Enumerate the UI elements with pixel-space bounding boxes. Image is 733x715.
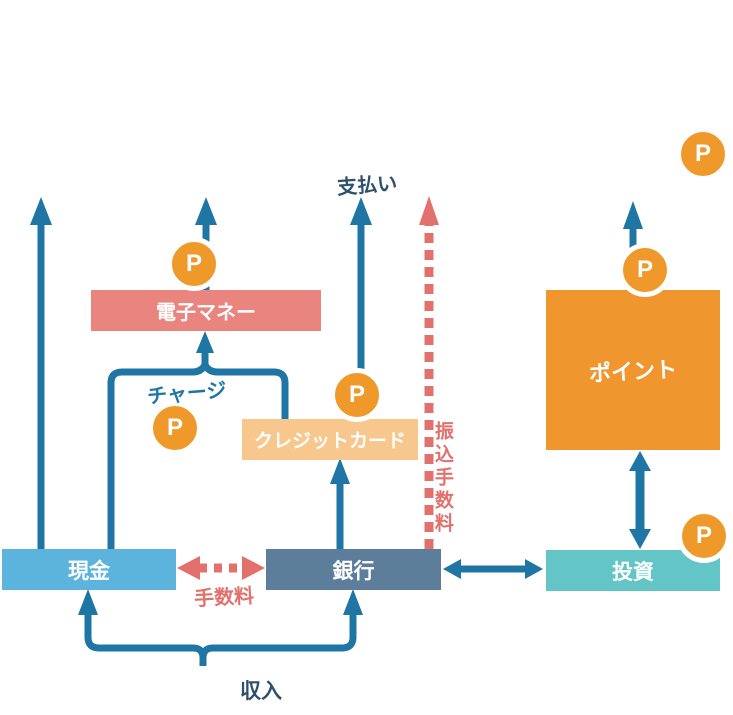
point-badge-icon: P: [676, 127, 730, 181]
point-badge-icon: P: [148, 401, 202, 455]
node-credit-card-label: クレジットカード: [253, 431, 406, 452]
point-badge-letter: P: [348, 381, 365, 408]
point-badge-letter: P: [166, 414, 183, 441]
node-cash-label: 現金: [68, 559, 110, 583]
charge-bracket-arrow: [107, 331, 289, 549]
point-badge-letter: P: [694, 140, 711, 167]
bank-to-credit-arrow: [330, 458, 350, 549]
bank-invest-double-arrow: [443, 559, 543, 579]
fee-double-arrow: [177, 556, 265, 580]
node-investment-label: 投資: [612, 560, 654, 584]
cash-payment-arrow: [30, 197, 52, 549]
node-emoney: 電子マネー: [91, 290, 321, 331]
point-badge-icon: P: [167, 237, 221, 291]
point-badge-letter: P: [185, 250, 202, 277]
income-label: 収入: [240, 680, 282, 703]
transfer-fee-dashed-arrow: [419, 196, 439, 549]
node-points: ポイント: [546, 290, 720, 450]
node-credit-card: クレジットカード: [242, 419, 418, 460]
point-badge-icon: P: [618, 243, 672, 297]
point-badge-icon: P: [330, 368, 384, 422]
node-bank-label: 銀行: [332, 559, 375, 583]
income-bracket-arrow: [78, 589, 363, 666]
node-cash: 現金: [2, 549, 176, 590]
node-emoney-label: 電子マネー: [156, 302, 256, 324]
point-badge-letter: P: [695, 522, 712, 549]
point-badge-letter: P: [636, 256, 653, 283]
point-badge-icon: P: [677, 509, 731, 563]
transfer-fee-label: 振込手数料: [431, 421, 453, 536]
points-invest-double-arrow: [629, 451, 651, 549]
node-points-label: ポイント: [588, 356, 678, 387]
fee-label: 手数料: [193, 585, 255, 611]
node-bank: 銀行: [266, 549, 441, 590]
payment-label: 支払い: [336, 172, 398, 200]
